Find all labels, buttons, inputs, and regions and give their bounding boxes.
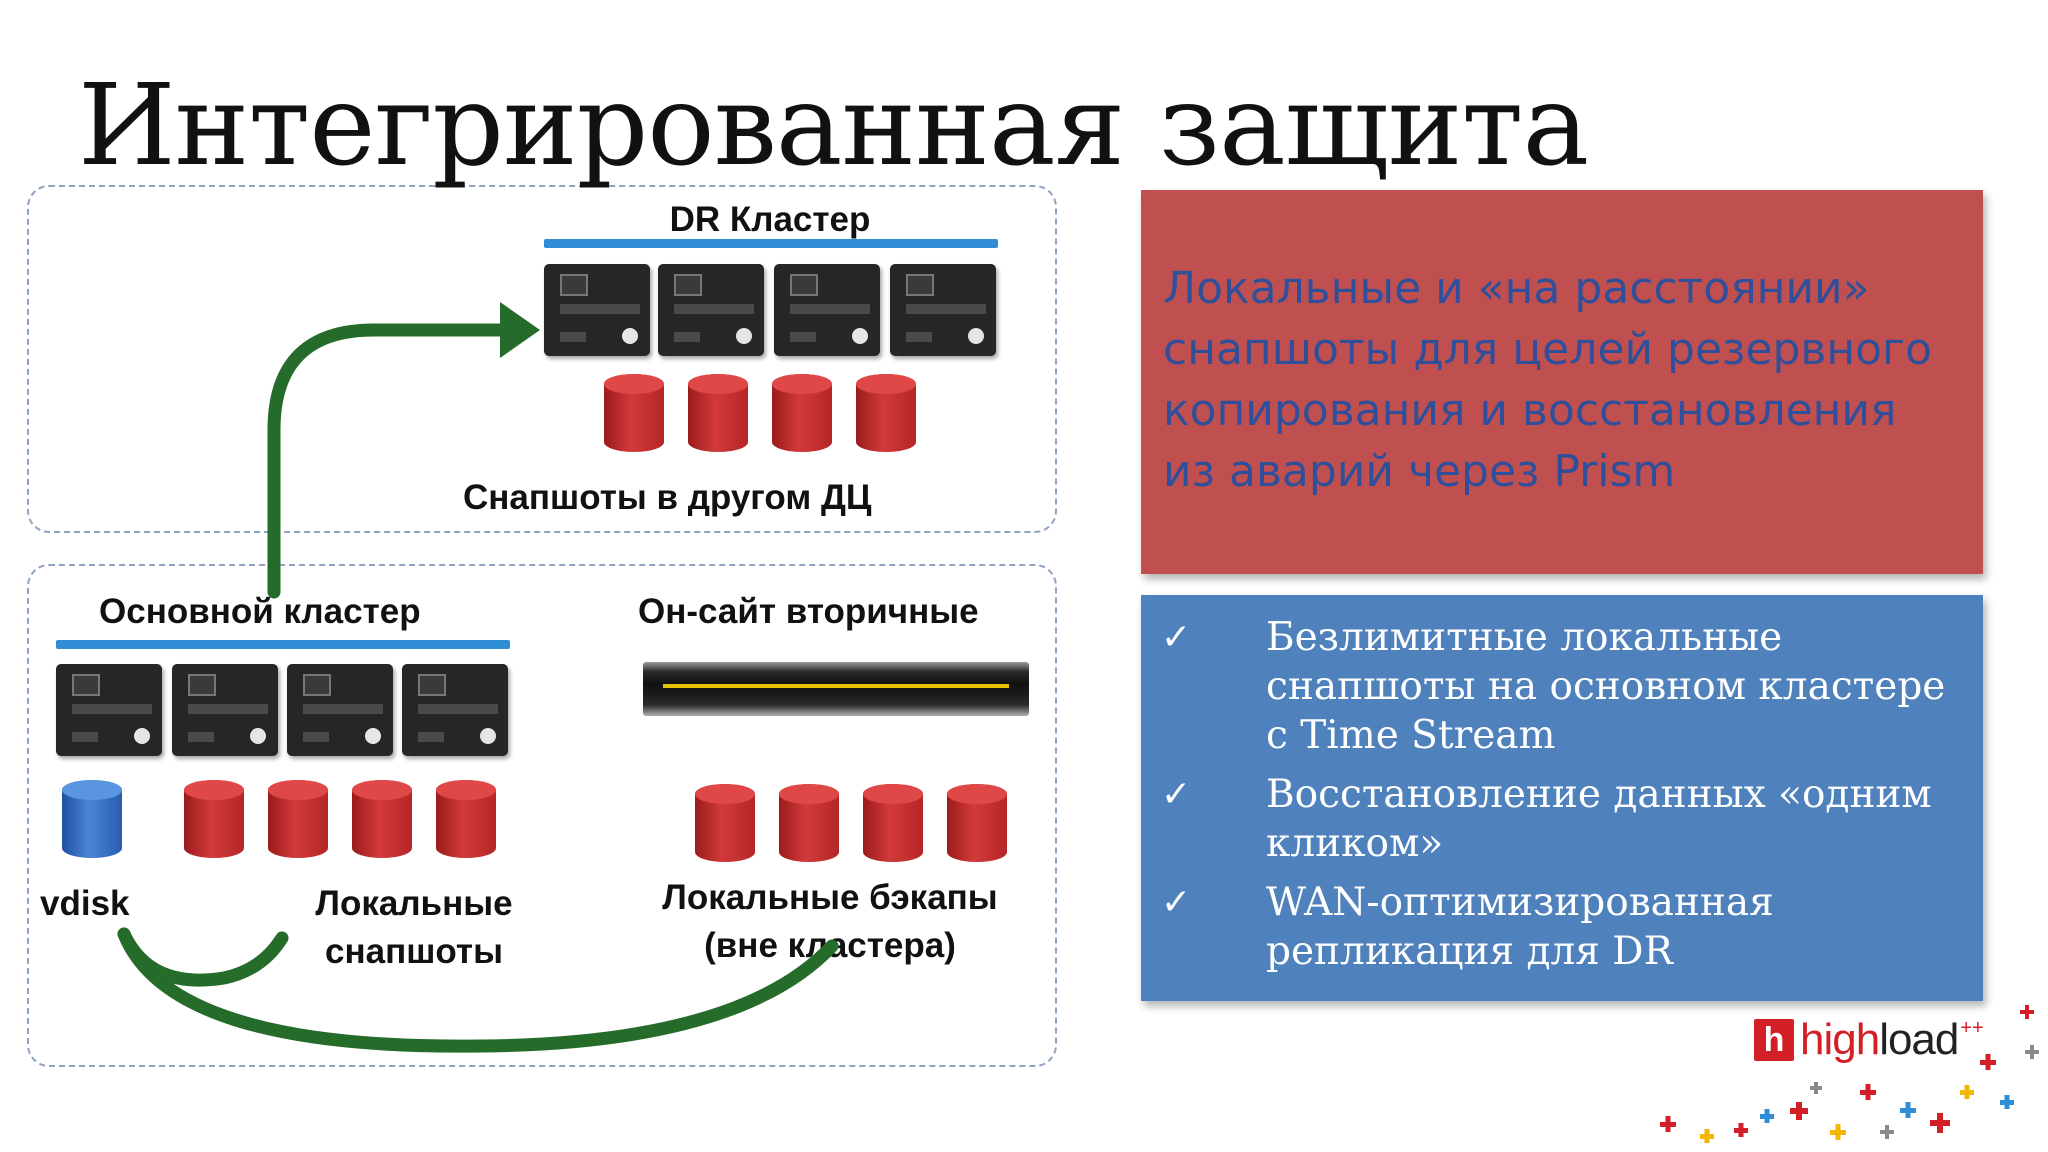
snapshot-disk-icon [688, 374, 748, 452]
feature-text: WAN-оптимизированная репликация для DR [1266, 880, 1774, 974]
logo-text-high: high [1800, 1015, 1880, 1064]
slide-title: Интегрированная защита [78, 61, 1589, 191]
red-panel-line: из аварий через Prism [1163, 446, 1676, 497]
server-node-icon [56, 664, 162, 756]
local-backups-label-line1: Локальные бэкапы [662, 878, 998, 917]
vdisk-label: vdisk [40, 884, 130, 923]
checkmark-icon: ✓ [1161, 774, 1192, 815]
dr-snapshots-caption: Снапшоты в другом ДЦ [463, 478, 872, 517]
primary-cluster-bus [56, 640, 510, 649]
red-panel-line: копирования и восстановления [1163, 385, 1897, 436]
decorative-crosses [1660, 1005, 2039, 1143]
local-snapshot-disk-icon [352, 780, 412, 858]
backup-disk-icon [779, 784, 839, 862]
backup-disk-icon [863, 784, 923, 862]
arrowhead-icon [500, 302, 540, 358]
server-node-icon [658, 264, 764, 356]
snapshot-disk-icon [772, 374, 832, 452]
dr-cluster-bus [544, 239, 998, 248]
dr-cluster-nodes [544, 264, 1004, 360]
local-snapshot-disk-icon [184, 780, 244, 858]
checkmark-icon: ✓ [1161, 882, 1192, 923]
primary-cluster-nodes [56, 664, 516, 760]
feature-text: Восстановление данных «одним кликом» [1266, 772, 1932, 866]
logo-mark: h [1754, 1019, 1794, 1061]
backup-disk-icon [947, 784, 1007, 862]
backup-disk-icon [695, 784, 755, 862]
server-node-icon [287, 664, 393, 756]
checkmark-icon: ✓ [1161, 617, 1192, 658]
primary-cluster-zone [27, 564, 1057, 1067]
logo-text: highload [1800, 1015, 1959, 1065]
feature-item: ✓ WAN-оптимизированная репликация для DR [1161, 878, 1973, 976]
feature-item: ✓ Безлимитные локальные снапшоты на осно… [1161, 613, 1973, 760]
logo-plus: ++ [1960, 1016, 1984, 1039]
primary-cluster-title: Основной кластер [99, 592, 421, 631]
local-snapshots-label-line1: Локальные [315, 884, 513, 923]
onsite-secondary-title: Он-сайт вторичные [638, 592, 979, 631]
server-node-icon [172, 664, 278, 756]
feature-text: Безлимитные локальные снапшоты на основн… [1266, 615, 1946, 758]
vdisk-icon [62, 780, 122, 858]
logo-text-load: load [1879, 1015, 1959, 1064]
red-panel-line: Локальные и «на расстоянии» [1163, 263, 1870, 314]
server-node-icon [544, 264, 650, 356]
highload-logo: h highload ++ [1754, 1015, 1984, 1065]
snapshot-disk-icon [604, 374, 664, 452]
backup-appliance-icon [643, 662, 1029, 716]
dr-cluster-title: DR Кластер [669, 200, 871, 239]
blue-features-panel: ✓ Безлимитные локальные снапшоты на осно… [1141, 595, 1983, 1001]
red-summary-panel: Локальные и «на расстоянии» снапшоты для… [1141, 190, 1983, 574]
dr-cluster-zone [27, 185, 1057, 533]
server-node-icon [402, 664, 508, 756]
local-snapshots-label-line2: снапшоты [325, 932, 503, 971]
server-node-icon [774, 264, 880, 356]
backup-arrow-icon [117, 927, 839, 1053]
local-snapshot-disk-icon [268, 780, 328, 858]
local-snapshot-disk-icon [436, 780, 496, 858]
dr-replication-arrow-icon [267, 323, 515, 599]
feature-item: ✓ Восстановление данных «одним кликом» [1161, 770, 1973, 868]
snapshot-disk-icon [856, 374, 916, 452]
red-panel-line: снапшоты для целей резервного [1163, 324, 1933, 375]
server-node-icon [890, 264, 996, 356]
